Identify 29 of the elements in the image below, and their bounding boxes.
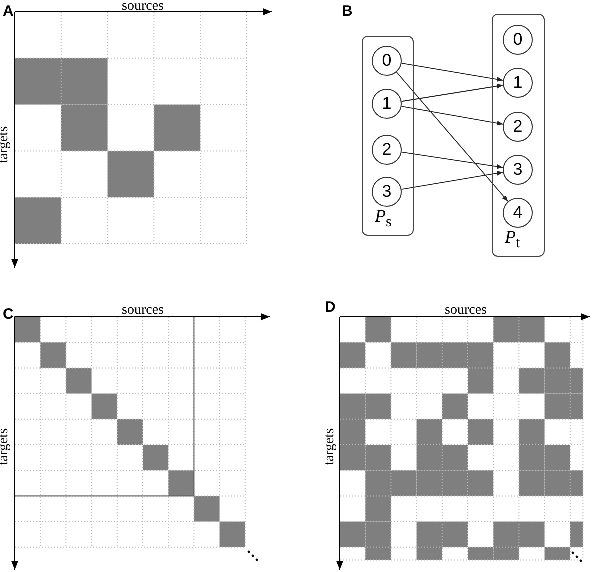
axis-label: sources [445, 304, 487, 318]
node-circle: 1 [503, 68, 533, 98]
panel-letter: C [3, 307, 14, 322]
node-circle: 0 [372, 46, 402, 76]
node-circle: 3 [372, 177, 402, 207]
set-label: P$_{s}$ [375, 207, 392, 232]
node-circle: 0 [503, 25, 533, 55]
panel-letter: D [325, 300, 336, 315]
set-box [362, 36, 414, 236]
panel-letter: B [342, 4, 353, 19]
arrow [401, 84, 504, 102]
node-circle: 4 [503, 198, 533, 228]
arrow [396, 72, 509, 202]
set-box [492, 14, 545, 257]
axis-label: targets [0, 428, 12, 466]
axis-label: targets [0, 126, 12, 164]
axis-label: sources [122, 0, 164, 14]
node-circle: 1 [372, 89, 402, 119]
arrow [401, 152, 504, 170]
axis-label: targets [324, 428, 338, 466]
arrow [401, 106, 504, 126]
node-circle: 3 [503, 155, 533, 185]
arrow [401, 171, 504, 190]
arrow [401, 63, 504, 82]
axis-label: sources [122, 304, 164, 318]
node-circle: 2 [503, 112, 533, 142]
set-label: P$_{t}$ [505, 228, 520, 253]
node-circle: 2 [372, 135, 402, 165]
panel-letter: A [3, 4, 14, 19]
